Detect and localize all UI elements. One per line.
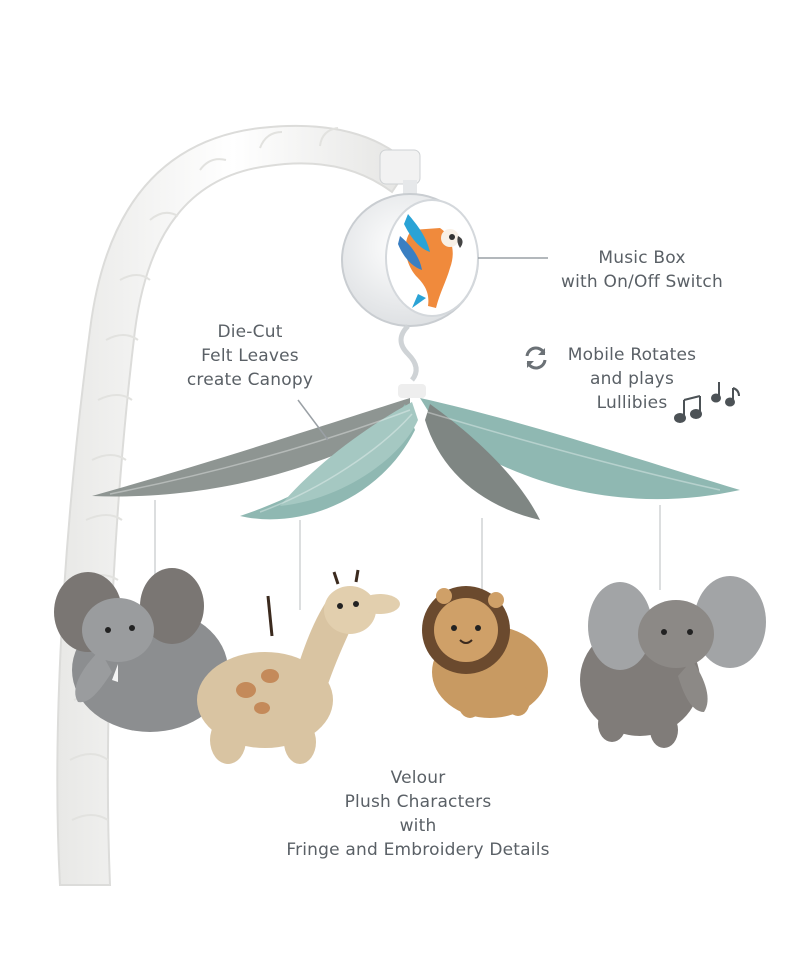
callout-rotate: Mobile Rotates and plays Lullibies (562, 343, 702, 415)
giraffe-plush (197, 569, 400, 764)
callout-line: Die-Cut (217, 322, 283, 342)
callout-line: Music Box (598, 248, 686, 268)
callout-line: and plays (589, 369, 675, 389)
rotate-arrows-icon (525, 346, 547, 370)
callout-line: Lullibies (596, 393, 668, 413)
music-box (341, 180, 479, 398)
elephant-plush (54, 568, 228, 732)
callout-lines (297, 257, 548, 441)
callout-line: with On/Off Switch (561, 272, 723, 292)
callout-leaves: Die-Cut Felt Leaves create Canopy (170, 320, 330, 392)
callout-line: create Canopy (186, 370, 314, 390)
lion-plush (422, 586, 548, 718)
callout-music-box: Music Box with On/Off Switch (556, 246, 728, 294)
callout-line: Felt Leaves (201, 346, 299, 366)
elephant-plush (580, 576, 766, 748)
hanging-strings (154, 500, 661, 610)
callout-line: Velour (390, 768, 446, 788)
callout-line: Fringe and Embroidery Details (286, 840, 550, 860)
callout-line: Mobile Rotates (567, 345, 697, 365)
callout-line: with (399, 816, 437, 836)
music-notes-icon (674, 382, 740, 423)
felt-leaf-canopy (92, 398, 740, 520)
callout-line: Plush Characters (344, 792, 492, 812)
parrot-icon (398, 214, 463, 308)
callout-plush: Velour Plush Characters with Fringe and … (268, 766, 568, 862)
